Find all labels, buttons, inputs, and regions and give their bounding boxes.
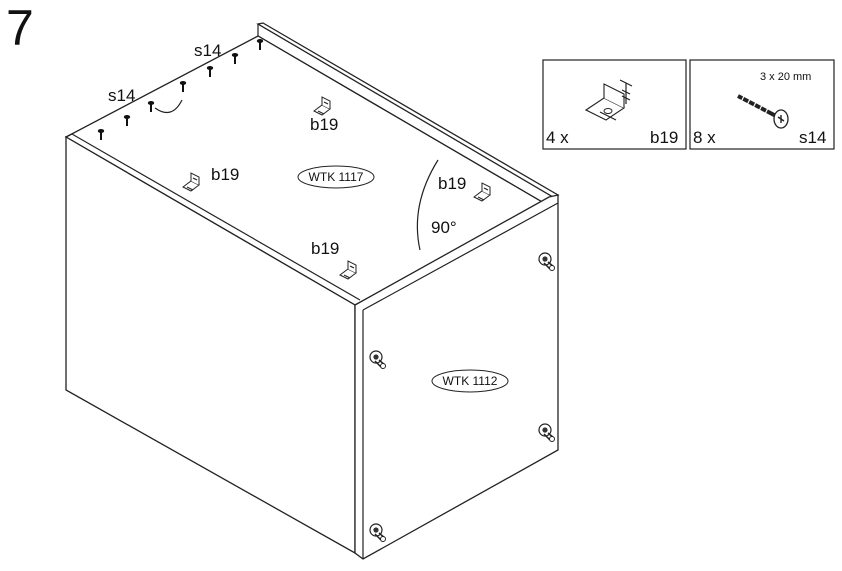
parts-qty: 8 x xyxy=(693,128,716,147)
side-panel-tag xyxy=(431,369,509,393)
parts-box-screws: 3 x 20 mm 8 x s14 xyxy=(689,59,835,150)
screw-callout-arc xyxy=(154,99,183,114)
angle-label: 90° xyxy=(431,218,457,237)
bracket-label: b19 xyxy=(211,165,239,184)
parts-qty: 4 x xyxy=(546,128,569,147)
screw-label: s14 xyxy=(194,41,221,60)
right-angle-arc xyxy=(416,159,439,251)
screw-label: s14 xyxy=(108,86,135,105)
parts-box-brackets: 4 x b19 xyxy=(542,59,687,150)
bracket-label: b19 xyxy=(311,239,339,258)
bracket-label: b19 xyxy=(310,115,338,134)
screw-icon xyxy=(737,94,789,129)
step-number: 7 xyxy=(6,0,34,56)
top-panel-tag xyxy=(297,165,375,189)
bracket-label: b19 xyxy=(438,174,466,193)
parts-code: b19 xyxy=(650,128,678,147)
parts-code: s14 xyxy=(799,128,826,147)
screw-spec: 3 x 20 mm xyxy=(760,71,811,83)
side-panel-code: WTK 1112 xyxy=(443,374,498,388)
top-panel-code: WTK 1117 xyxy=(309,170,364,184)
angle-bracket-icon xyxy=(584,79,633,121)
